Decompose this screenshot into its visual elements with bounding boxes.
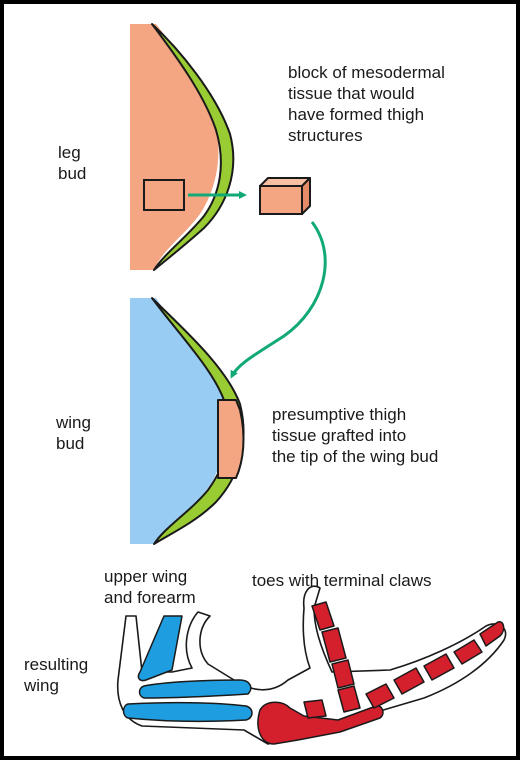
label-line: presumptive thigh [272,404,438,425]
label-line: bud [56,433,91,454]
leg-bud-tissue-block [144,180,184,210]
toe-phalanx-4 [338,686,360,712]
label-line: bud [58,163,86,184]
label-line: the tip of the wing bud [272,446,438,467]
toe-phalanx-3 [332,660,354,688]
label-line: tissue that would [288,83,445,104]
transplant-arrow [232,222,325,376]
label-line: wing [24,675,88,696]
label-line: toes with terminal claws [252,570,432,591]
label-leg-bud: leg bud [58,142,86,184]
label-line: have formed thigh [288,104,445,125]
label-line: wing [56,412,91,433]
label-line: leg [58,142,86,163]
forearm-bone-lower [124,703,253,722]
forearm-bone-upper [140,680,251,698]
toe-digit-1 [366,684,394,708]
toe-digit-3 [424,654,454,680]
label-line: tissue grafted into [272,425,438,446]
label-line: upper wing [104,566,196,587]
label-mesodermal-block: block of mesodermal tissue that would ha… [288,62,445,146]
grafted-thigh-tissue [218,400,243,478]
label-grafted-tissue: presumptive thigh tissue grafted into th… [272,404,438,467]
label-upper-wing: upper wing and forearm [104,566,196,608]
label-line: block of mesodermal [288,62,445,83]
label-line: and forearm [104,587,196,608]
thigh-bone-knob [304,700,326,718]
label-line: structures [288,125,445,146]
label-resulting-wing: resulting wing [24,654,88,696]
leg-bud-drawing [130,24,233,270]
wing-bud-drawing [130,298,244,544]
label-line: resulting [24,654,88,675]
resulting-wing-drawing [118,586,506,744]
label-wing-bud: wing bud [56,412,91,454]
toe-digit-2 [394,668,424,694]
leg-bud-mesoderm [130,24,218,270]
label-toes: toes with terminal claws [252,570,432,591]
excised-block [260,178,310,214]
toe-claw [480,622,504,646]
